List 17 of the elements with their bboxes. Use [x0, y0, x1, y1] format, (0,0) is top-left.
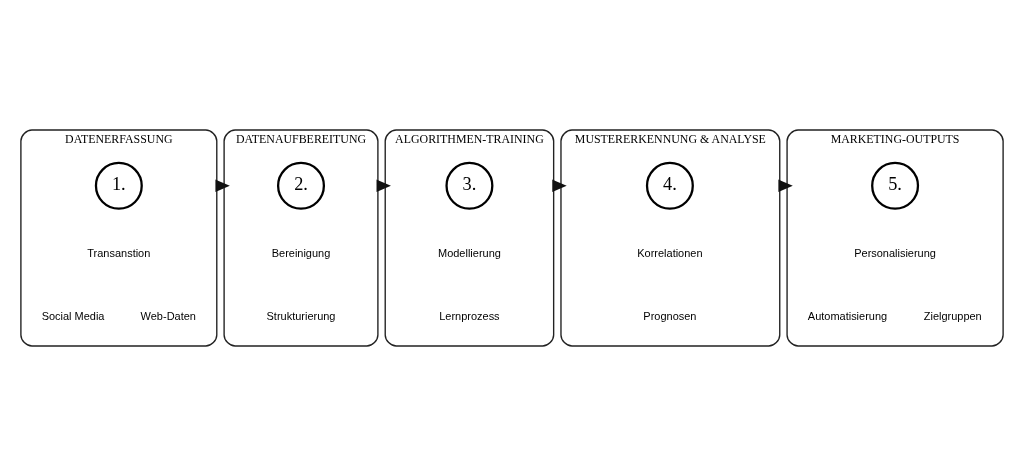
node-text: Automatisierung: [807, 309, 888, 322]
node-text: Transanstion: [87, 246, 151, 259]
node-text: Bereinigung: [271, 246, 331, 259]
node-text: Personalisierung: [854, 246, 936, 259]
node-text: Social Media: [41, 309, 105, 322]
node-text: Modellierung: [438, 246, 501, 259]
node-circle: 1.: [94, 161, 143, 210]
node-text: Lernprozess: [439, 309, 500, 322]
node-text: Strukturierung: [266, 309, 336, 322]
node-circle: 3.: [445, 161, 494, 210]
node-text: Prognosen: [643, 309, 697, 322]
node-text: Web-Daten: [140, 309, 196, 322]
node-text: Korrelationen: [637, 246, 703, 259]
node-circle: 5.: [871, 161, 920, 210]
node-circle: 4.: [645, 161, 694, 210]
node-text: Zielgruppen: [923, 309, 982, 322]
node-circle: 2.: [276, 161, 326, 210]
